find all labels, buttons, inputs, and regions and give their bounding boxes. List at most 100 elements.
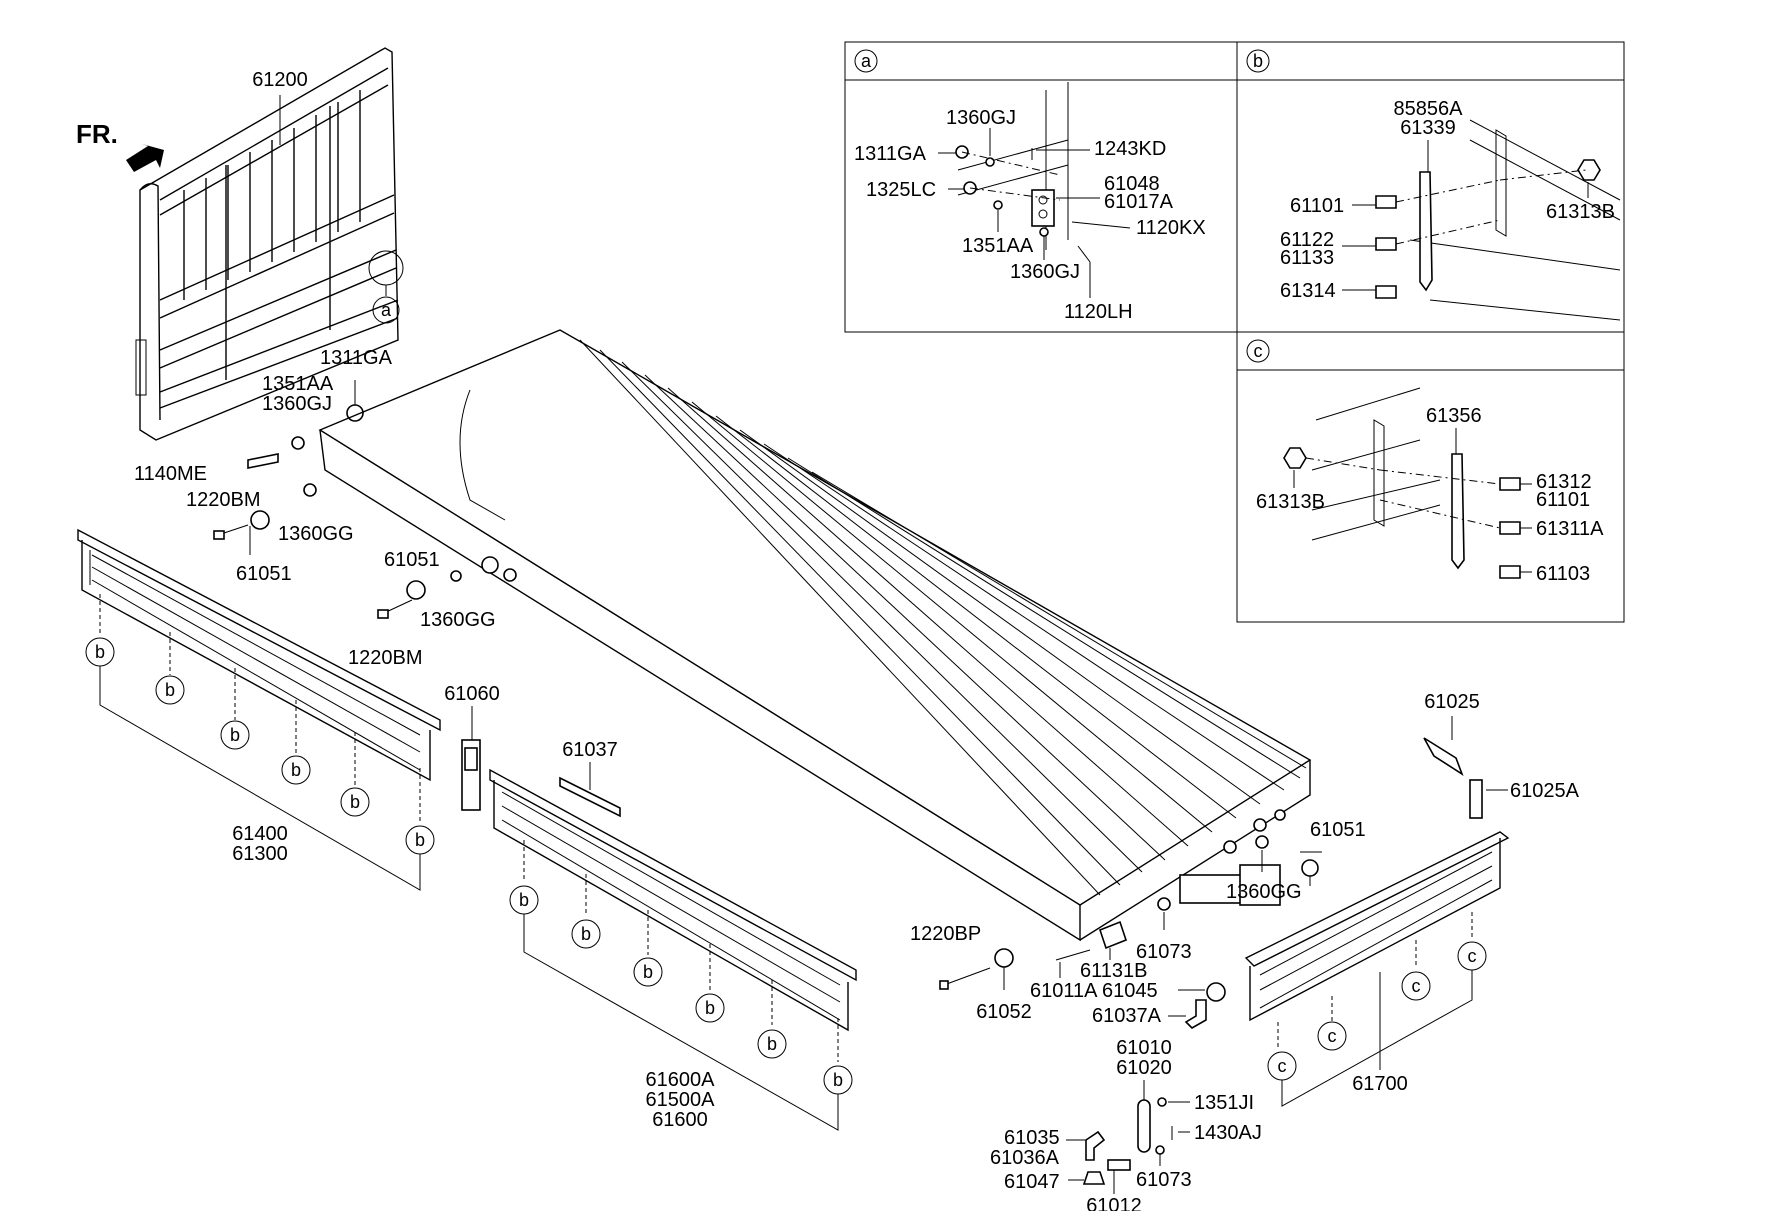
rear-hinge-parts: 61025 61025A xyxy=(1423,691,1580,819)
front-arrow-icon xyxy=(126,144,164,172)
label-1430AJ: 1430AJ xyxy=(1194,1122,1262,1144)
rear-tail-panel: c c c c 61700 xyxy=(1244,831,1510,1107)
detail-a-label-1360GJ-bottom: 1360GJ xyxy=(1010,261,1080,283)
detail-a-label-61017A: 61017A xyxy=(1104,191,1174,213)
detail-c-label-61101: 61101 xyxy=(1536,489,1590,511)
middle-b-callout-3: b xyxy=(643,962,653,982)
middle-b-callout-5: b xyxy=(767,1034,777,1054)
detail-a-label-1120KX: 1120KX xyxy=(1136,217,1206,239)
label-61200: 61200 xyxy=(252,69,308,91)
detail-b-label-61339: 61339 xyxy=(1400,117,1456,139)
label-1220BM-upper: 1220BM xyxy=(186,489,261,511)
middle-b-callout-4: b xyxy=(705,998,715,1018)
rear-c-callout-2: c xyxy=(1328,1026,1337,1046)
label-61500A: 61500A xyxy=(646,1089,716,1111)
left-b-callout-3: b xyxy=(230,725,240,745)
label-1220BM-lower: 1220BM xyxy=(348,647,423,669)
label-61051-front: 61051 xyxy=(236,563,292,585)
label-1140ME: 1140ME xyxy=(134,463,207,485)
label-61073-upper: 61073 xyxy=(1136,941,1192,963)
lower-lock-assembly: 61010 61020 1351JI 1430AJ 61035 61036A 6… xyxy=(990,1037,1262,1216)
label-61600A: 61600A xyxy=(646,1069,716,1091)
detail-a-label-61048: 61048 xyxy=(1104,173,1160,195)
label-61037A: 61037A xyxy=(1092,1005,1162,1027)
label-61036A: 61036A xyxy=(990,1147,1060,1169)
left-b-callout-4: b xyxy=(291,760,301,780)
label-1351AA-front: 1351AA xyxy=(262,373,334,395)
label-61060: 61060 xyxy=(444,683,500,705)
detail-a-label-1325LC: 1325LC xyxy=(866,179,936,201)
front-hardware: 1311GA 1351AA 1360GJ 1140ME 1220BM 1360G… xyxy=(134,347,393,585)
rear-c-callout-3: c xyxy=(1412,976,1421,996)
label-61025: 61025 xyxy=(1424,691,1480,713)
left-b-callout-6: b xyxy=(415,830,425,850)
label-61025A: 61025A xyxy=(1510,780,1580,802)
middle-b-callout-6: b xyxy=(833,1070,843,1090)
label-61600: 61600 xyxy=(652,1109,708,1131)
left-side-panel: b b b b b b 61400 61300 xyxy=(77,528,441,891)
label-1311GA-front: 1311GA xyxy=(320,347,393,369)
label-1360GJ-front: 1360GJ xyxy=(262,393,332,415)
detail-b: b 85856A 61339 61101 61313B 61122 61133 … xyxy=(1246,49,1621,321)
front-direction-label: FR. xyxy=(76,119,118,149)
detail-c: c 61356 61313B 61312 61101 61311A 61103 xyxy=(1246,339,1604,585)
detail-a-label-1243KD: 1243KD xyxy=(1094,138,1166,160)
label-61047: 61047 xyxy=(1004,1171,1060,1193)
detail-c-label-61356: 61356 xyxy=(1426,405,1482,427)
detail-c-callout: c xyxy=(1254,341,1263,361)
deck-left-hardware: 61051 1360GG 1220BM xyxy=(348,549,496,669)
front-headboard: a 61200 xyxy=(135,47,404,441)
middle-side-panel: b b b b b b 61600A 61500A 61600 xyxy=(489,768,857,1131)
label-61131B: 61131B xyxy=(1080,960,1147,982)
detail-a-label-1120LH: 1120LH xyxy=(1064,301,1133,323)
detail-boxes-frame xyxy=(844,41,1625,623)
left-b-callout-2: b xyxy=(165,680,175,700)
detail-b-callout: b xyxy=(1253,51,1263,71)
label-61020: 61020 xyxy=(1116,1057,1172,1079)
label-61010: 61010 xyxy=(1116,1037,1172,1059)
front-direction-indicator: FR. xyxy=(76,119,164,172)
rear-c-callout-4: c xyxy=(1468,946,1477,966)
detail-a-callout: a xyxy=(861,51,872,71)
label-61012: 61012 xyxy=(1086,1195,1142,1211)
label-1360GG-rear: 1360GG xyxy=(1226,881,1302,903)
left-b-callout-5: b xyxy=(350,792,360,812)
label-61011A: 61011A xyxy=(1030,980,1098,1002)
middle-b-callout-2: b xyxy=(581,924,591,944)
label-1360GG-deck-left: 1360GG xyxy=(420,609,496,631)
label-61400: 61400 xyxy=(232,823,288,845)
label-61051-deck-left: 61051 xyxy=(384,549,440,571)
latch-assembly: 61060 xyxy=(444,683,500,811)
detail-b-label-61313B: 61313B xyxy=(1546,201,1615,223)
left-b-callout-1: b xyxy=(95,642,105,662)
detail-b-label-61133: 61133 xyxy=(1280,247,1334,269)
detail-b-label-61122: 61122 xyxy=(1280,229,1334,251)
detail-c-label-61312: 61312 xyxy=(1536,471,1592,493)
detail-a-label-1351AA: 1351AA xyxy=(962,235,1034,257)
label-61700: 61700 xyxy=(1352,1073,1408,1095)
middle-b-callout-1: b xyxy=(519,890,529,910)
detail-c-label-61103: 61103 xyxy=(1536,563,1590,585)
detail-b-label-85856A: 85856A xyxy=(1394,98,1464,120)
detail-b-label-61314: 61314 xyxy=(1280,280,1336,302)
label-1351JI: 1351JI xyxy=(1194,1092,1254,1114)
detail-c-label-61313B: 61313B xyxy=(1256,491,1325,513)
detail-c-label-61311A: 61311A xyxy=(1536,518,1604,540)
label-61052: 61052 xyxy=(976,1001,1032,1023)
label-61073-lower: 61073 xyxy=(1136,1169,1192,1191)
stake-bar: 61037 xyxy=(559,739,621,818)
label-1220BP: 1220BP xyxy=(910,923,981,945)
detail-a-label-1311GA: 1311GA xyxy=(854,143,927,165)
rear-hardware: 61051 1360GG 61073 1220BP 61052 61011A 6… xyxy=(910,819,1366,1029)
label-61300: 61300 xyxy=(232,843,288,865)
label-61035: 61035 xyxy=(1004,1127,1060,1149)
label-61045: 61045 xyxy=(1102,980,1158,1002)
label-61037: 61037 xyxy=(562,739,618,761)
detail-a-label-1360GJ-top: 1360GJ xyxy=(946,107,1016,129)
rear-c-callout-1: c xyxy=(1278,1056,1287,1076)
detail-a: a 1360GJ 1243KD 1311GA 1325LC 61048 6101… xyxy=(854,49,1206,323)
label-61051-rear: 61051 xyxy=(1310,819,1366,841)
label-1360GG-front: 1360GG xyxy=(278,523,354,545)
